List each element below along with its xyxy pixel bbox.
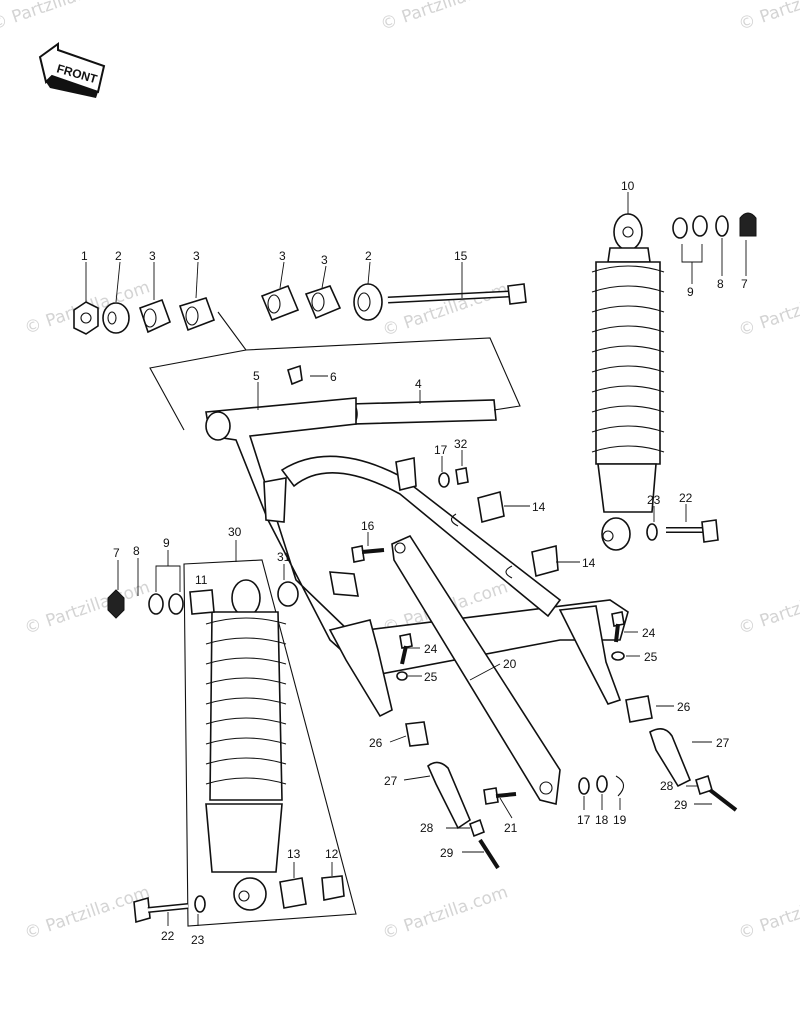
callout-15: 15: [454, 249, 468, 263]
callout-26: 26: [369, 736, 383, 750]
callout-3: 3: [279, 249, 286, 263]
callout-24: 24: [642, 626, 656, 640]
right-shock-absorber: [591, 213, 665, 551]
left-shock-absorber: [205, 579, 287, 911]
callout-29: 29: [674, 798, 688, 812]
swing-arm: [205, 397, 629, 718]
callout-26: 26: [677, 700, 691, 714]
callout-16: 16: [361, 519, 375, 533]
callout-3: 3: [193, 249, 200, 263]
callout-10: 10: [621, 179, 635, 193]
torque-link: [391, 534, 561, 805]
callout-1: 1: [81, 249, 88, 263]
callout-27: 27: [716, 736, 730, 750]
callout-8: 8: [717, 277, 724, 291]
callout-6: 6: [330, 370, 337, 384]
callout-9: 9: [163, 536, 170, 550]
callout-30: 30: [228, 525, 242, 539]
callout-3: 3: [149, 249, 156, 263]
callout-25: 25: [424, 670, 438, 684]
callout-18: 18: [595, 813, 609, 827]
callout-24: 24: [424, 642, 438, 656]
callout-12: 12: [325, 847, 339, 861]
callout-3: 3: [321, 253, 328, 267]
callout-29: 29: [440, 846, 454, 860]
grease-nipple: [287, 364, 303, 386]
callout-17: 17: [434, 443, 448, 457]
callout-numbers: 1 2 3 3 3 3 2 15 5 6 4 10 9 8 7 17 32 14…: [81, 179, 748, 947]
callout-27: 27: [384, 774, 398, 788]
callout-7: 7: [741, 277, 748, 291]
callout-2: 2: [115, 249, 122, 263]
callout-22: 22: [161, 929, 175, 943]
pivot-bushing-set: [260, 283, 527, 322]
callout-23: 23: [647, 493, 661, 507]
callout-19: 19: [613, 813, 627, 827]
callout-25: 25: [644, 650, 658, 664]
pivot-shaft: [346, 399, 497, 425]
chain-guide-clips: [450, 490, 559, 579]
callout-11: 11: [195, 573, 208, 587]
callout-28: 28: [420, 821, 434, 835]
callout-22: 22: [679, 491, 693, 505]
callout-14: 14: [582, 556, 596, 570]
callout-9: 9: [687, 285, 694, 299]
small-fasteners: [329, 467, 738, 870]
leader-lines: [85, 192, 747, 926]
callout-31: 31: [277, 550, 291, 564]
left-shock-top-hardware: [107, 581, 299, 619]
exploded-view-guides: [149, 311, 521, 431]
callout-8: 8: [133, 544, 140, 558]
callout-2: 2: [365, 249, 372, 263]
left-shock-bottom-hardware: [133, 875, 345, 924]
left-bushing-set: [73, 297, 216, 335]
callout-13: 13: [287, 847, 301, 861]
callout-7: 7: [113, 546, 120, 560]
right-shock-top-hardware: [672, 212, 757, 239]
callout-21: 21: [504, 821, 518, 835]
callout-28: 28: [660, 779, 674, 793]
callout-23: 23: [191, 933, 205, 947]
front-arrow-icon: FRONT: [38, 42, 106, 98]
callout-5: 5: [253, 369, 260, 383]
callout-17: 17: [577, 813, 591, 827]
right-shock-bottom-bolt: [646, 519, 719, 543]
callout-14: 14: [532, 500, 546, 514]
callout-20: 20: [503, 657, 517, 671]
callout-4: 4: [415, 377, 422, 391]
callout-32: 32: [454, 437, 468, 451]
